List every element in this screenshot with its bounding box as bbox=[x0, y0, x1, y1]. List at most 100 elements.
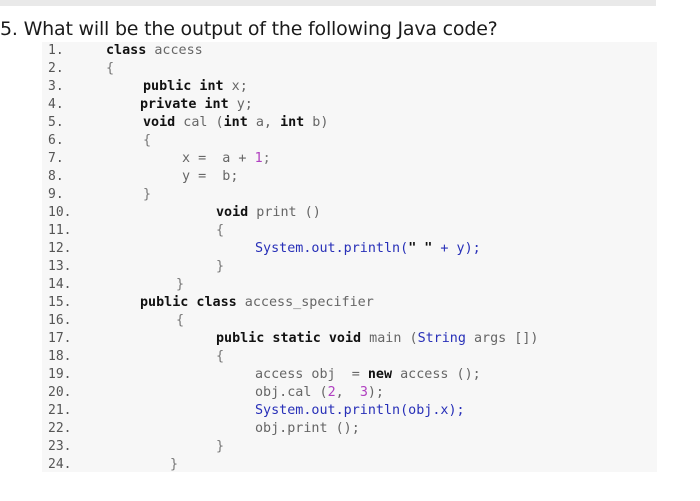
string-literal: " " bbox=[408, 241, 433, 256]
number-literal: 2 bbox=[327, 385, 336, 400]
keyword: int bbox=[191, 79, 224, 94]
line-number: 10. bbox=[48, 205, 72, 220]
line-number: 1. bbox=[48, 43, 64, 58]
code-line-14: } bbox=[176, 276, 184, 294]
identifier: obj.cal ( bbox=[255, 385, 328, 400]
line-number: 13. bbox=[48, 259, 72, 274]
brace: { bbox=[143, 133, 152, 148]
line-number: 24. bbox=[48, 457, 72, 472]
keyword: private bbox=[140, 97, 197, 112]
method-call: + y); bbox=[432, 241, 481, 256]
code-line-23: } bbox=[216, 438, 224, 456]
line-number: 15. bbox=[48, 295, 72, 310]
identifier: obj.print (); bbox=[255, 421, 360, 436]
line-number: 16. bbox=[48, 313, 72, 328]
semicolon: ; bbox=[262, 151, 271, 166]
identifier: a, bbox=[247, 115, 281, 130]
brace: } bbox=[170, 457, 179, 472]
method-call: System.out.println(obj.x); bbox=[255, 403, 465, 418]
identifier: cal ( bbox=[175, 115, 224, 130]
brace: } bbox=[216, 439, 225, 454]
code-line-19: access obj = new access (); bbox=[255, 366, 481, 384]
brace: { bbox=[216, 223, 225, 238]
code-line-7: x = a + 1; bbox=[182, 150, 271, 168]
identifier: main ( bbox=[361, 331, 418, 346]
keyword: void bbox=[320, 331, 362, 346]
identifier: access (); bbox=[392, 367, 481, 382]
keyword: int bbox=[196, 97, 229, 112]
identifier: print () bbox=[248, 205, 321, 220]
code-line-20: obj.cal (2, 3); bbox=[255, 384, 384, 402]
code-line-5: void cal (int a, int b) bbox=[143, 114, 328, 132]
line-number: 6. bbox=[48, 133, 64, 148]
method-call: System.out.println( bbox=[255, 241, 409, 256]
code-line-9: } bbox=[143, 186, 151, 204]
keyword: int bbox=[280, 115, 305, 130]
identifier: ); bbox=[367, 385, 384, 400]
brace: { bbox=[216, 349, 225, 364]
line-number: 14. bbox=[48, 277, 72, 292]
identifier: x; bbox=[223, 79, 248, 94]
keyword: void bbox=[143, 115, 176, 130]
line-number: 12. bbox=[48, 241, 72, 256]
code-line-15: public class access_specifier bbox=[140, 294, 374, 312]
line-number: 18. bbox=[48, 349, 72, 364]
line-number: 21. bbox=[48, 403, 72, 418]
code-line-2: { bbox=[106, 60, 114, 78]
line-number: 9. bbox=[48, 187, 64, 202]
line-number: 20. bbox=[48, 385, 72, 400]
line-number: 4. bbox=[48, 97, 64, 112]
line-number: 11. bbox=[48, 223, 72, 238]
line-number: 22. bbox=[48, 421, 72, 436]
brace: { bbox=[106, 61, 115, 76]
line-number: 5. bbox=[48, 115, 64, 130]
identifier: y; bbox=[228, 97, 253, 112]
number-literal: 1 bbox=[254, 151, 263, 166]
code-line-3: public int x; bbox=[143, 78, 248, 96]
keyword: class bbox=[106, 43, 147, 58]
identifier: args []) bbox=[465, 331, 539, 346]
keyword: new bbox=[367, 367, 393, 382]
code-line-18: { bbox=[216, 348, 224, 366]
top-divider bbox=[0, 0, 656, 6]
code-line-4: private int y; bbox=[140, 96, 253, 114]
brace: } bbox=[216, 259, 225, 274]
line-number: 17. bbox=[48, 331, 72, 346]
keyword: static bbox=[264, 331, 321, 346]
code-line-13: } bbox=[216, 258, 224, 276]
code-line-6: { bbox=[143, 132, 151, 150]
identifier: y = b; bbox=[182, 169, 239, 184]
keyword: void bbox=[216, 205, 249, 220]
keyword: public bbox=[143, 79, 192, 94]
code-line-17: public static void main (String args []) bbox=[216, 330, 539, 348]
brace: } bbox=[176, 277, 185, 292]
code-line-16: { bbox=[176, 312, 184, 330]
type-name: String bbox=[417, 331, 466, 346]
question-text: 5. What will be the output of the follow… bbox=[0, 18, 498, 40]
line-number: 7. bbox=[48, 151, 64, 166]
brace: { bbox=[176, 313, 185, 328]
identifier: access_specifier bbox=[236, 295, 374, 310]
line-number: 8. bbox=[48, 169, 64, 184]
identifier: b) bbox=[304, 115, 329, 130]
brace: } bbox=[143, 187, 152, 202]
identifier: access obj = bbox=[255, 367, 368, 382]
code-line-11: { bbox=[216, 222, 224, 240]
keyword: public bbox=[216, 331, 265, 346]
identifier: , bbox=[335, 385, 360, 400]
line-number: 23. bbox=[48, 439, 72, 454]
identifier: x = a + bbox=[182, 151, 255, 166]
code-line-12: System.out.println(" " + y); bbox=[255, 240, 481, 258]
code-line-8: y = b; bbox=[182, 168, 238, 186]
code-line-10: void print () bbox=[216, 204, 321, 222]
line-number: 3. bbox=[48, 79, 64, 94]
line-number: 19. bbox=[48, 367, 72, 382]
keyword: class bbox=[188, 295, 237, 310]
number-literal: 3 bbox=[359, 385, 368, 400]
code-line-21: System.out.println(obj.x); bbox=[255, 402, 465, 420]
code-line-24: } bbox=[170, 456, 178, 474]
code-block bbox=[42, 42, 657, 472]
identifier: access bbox=[146, 43, 203, 58]
code-line-22: obj.print (); bbox=[255, 420, 360, 438]
keyword: public bbox=[140, 295, 189, 310]
